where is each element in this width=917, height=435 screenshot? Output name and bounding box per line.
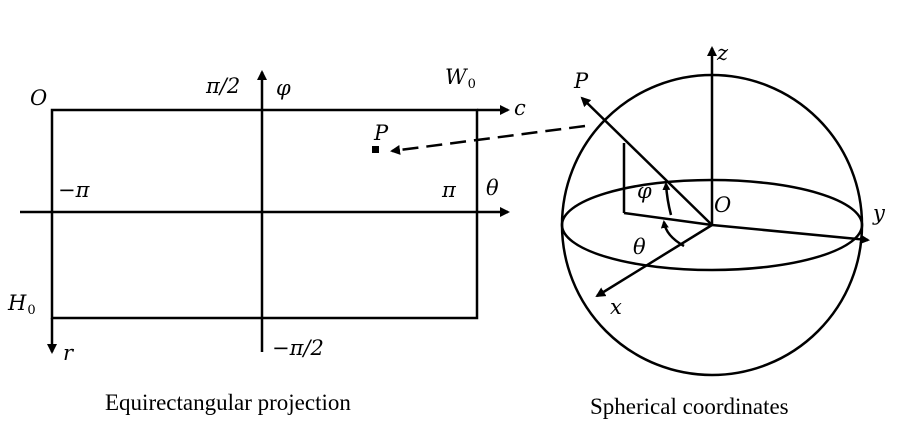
sphere-phi-label: φ — [637, 179, 652, 203]
radius-line — [580, 96, 713, 226]
sphere-theta-label: θ — [633, 235, 646, 259]
sphere-labels: z y x O P φ θ — [573, 41, 886, 319]
y-axis-label: y — [872, 201, 886, 225]
pi-half-label: π/2 — [205, 74, 240, 98]
sphere-point-label: P — [573, 69, 589, 93]
equirectangular-caption: Equirectangular projection — [105, 390, 351, 415]
phi-arc — [662, 182, 673, 216]
theta-arc — [660, 220, 685, 248]
z-axis-label: z — [716, 41, 729, 65]
equirectangular-diagram — [20, 70, 510, 354]
sphere-diagram — [560, 46, 870, 377]
r-axis-label: r — [63, 341, 75, 365]
equirectangular-labels: O W0 c H0 r π/2 φ −π/2 −π π θ P — [7, 65, 526, 365]
y-axis — [711, 223, 870, 245]
c-axis-label: c — [514, 96, 526, 120]
x-axis — [595, 223, 713, 298]
neg-pi-label: −π — [58, 178, 91, 202]
pi-label: π — [441, 178, 457, 202]
width-label: W0 — [445, 65, 476, 92]
origin-label: O — [30, 86, 47, 110]
sphere-caption: Spherical coordinates — [590, 394, 789, 419]
mapping-arrow — [390, 124, 586, 155]
x-axis-label: x — [610, 295, 622, 319]
projection-horizontal-line — [623, 211, 713, 227]
sphere-origin-label: O — [714, 193, 731, 217]
projected-point-label: P — [373, 121, 389, 145]
projection-rectangle — [50, 108, 479, 320]
phi-axis-label: φ — [276, 76, 291, 100]
neg-pi-half-label: −π/2 — [272, 336, 324, 360]
theta-axis-label: θ — [486, 176, 499, 200]
height-label: H0 — [7, 291, 36, 318]
projected-point-marker — [372, 146, 379, 153]
